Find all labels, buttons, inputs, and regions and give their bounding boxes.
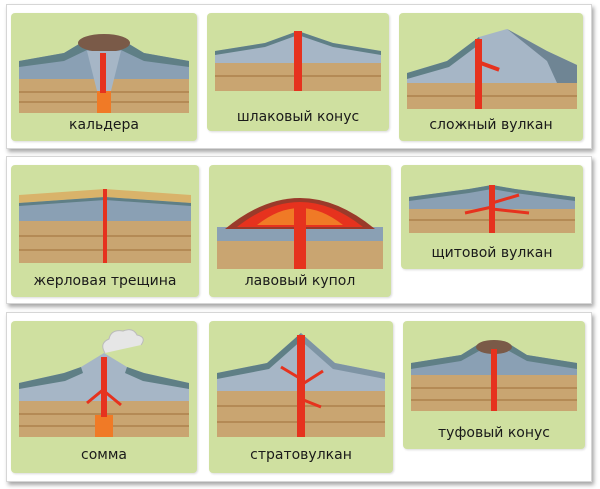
row-2: жерловая трещина лавовый купол щитовой в… [6,156,592,304]
caldera-illustration [19,34,189,113]
label-complex-volcano: сложный вулкан [429,117,553,133]
label-stratovolcano: стратовулкан [250,447,352,463]
label-somma: сомма [81,447,127,463]
label-lava-dome: лавовый купол [244,273,356,289]
lava-dome-illustration [217,198,383,269]
row-1: кальдера шлаковый конус сложный вулкан [6,4,592,149]
somma-illustration [19,329,189,437]
card-shield-volcano: щитовой вулкан [401,165,583,269]
label-tuff-cone: туфовый конус [438,425,550,441]
tuff-cone-illustration [411,340,577,411]
stratovolcano-illustration [217,333,385,437]
fissure-vent-illustration [19,189,191,263]
shield-volcano-illustration [409,185,575,233]
card-lava-dome: лавовый купол [209,165,391,297]
cinder-cone-illustration [215,31,381,91]
label-shield-volcano: щитовой вулкан [431,245,553,261]
label-caldera: кальдера [69,117,139,133]
complex-volcano-illustration [407,29,577,109]
card-cinder-cone: шлаковый конус [207,13,389,131]
label-cinder-cone: шлаковый конус [236,109,360,125]
card-caldera: кальдера [11,13,197,141]
card-tuff-cone: туфовый конус [403,321,585,449]
card-stratovolcano: стратовулкан [209,321,393,473]
label-fissure-vent: жерловая трещина [33,273,177,289]
card-fissure-vent: жерловая трещина [11,165,199,297]
row-3: сомма стратовулкан туфовый конус [6,312,592,482]
card-complex-volcano: сложный вулкан [399,13,583,141]
card-somma: сомма [11,321,197,473]
